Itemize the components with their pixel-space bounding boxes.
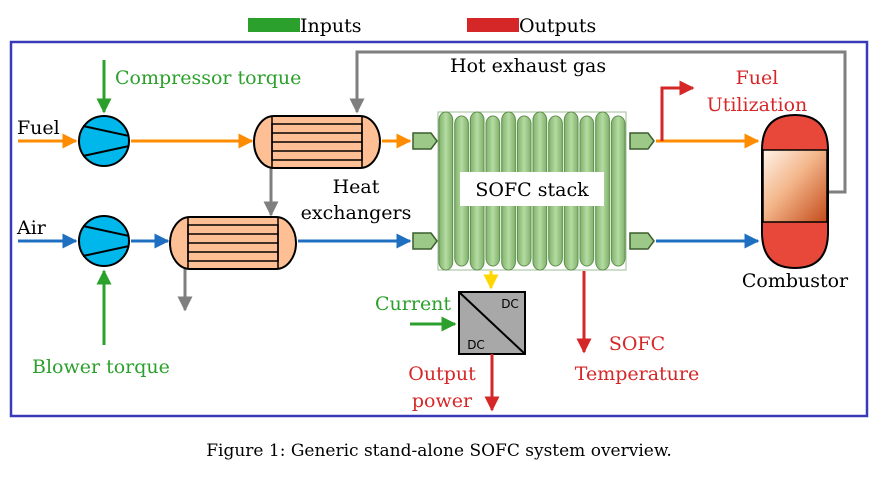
hot-exhaust-gas-label: Hot exhaust gas xyxy=(450,55,606,77)
outputs-legend-label: Outputs xyxy=(519,15,596,37)
system-boundary xyxy=(9,40,869,418)
sofc-stack-label-box xyxy=(460,172,604,206)
stack-fuel-outlet-nozzle xyxy=(629,132,655,150)
converter-dc-top-label: DC xyxy=(501,297,519,311)
stack-air-inlet-nozzle xyxy=(412,232,438,250)
air-label: Air xyxy=(16,217,47,239)
sofc-temperature-label-line1: SOFC xyxy=(609,333,665,355)
heat-exchangers-label-line1: Heat xyxy=(333,176,380,198)
stack-plate xyxy=(610,115,626,267)
output-power-label-line1: Output xyxy=(408,363,476,385)
stack-air-outlet-nozzle xyxy=(629,232,655,250)
output-power-label-line2: power xyxy=(412,390,473,412)
fuel-heat-exchanger-icon xyxy=(253,115,381,169)
heat-exchangers-label-line2: exchangers xyxy=(301,202,412,224)
sofc-stack-label: SOFC stack xyxy=(475,179,589,201)
fuel-utilization-label-line2: Utilization xyxy=(707,94,808,116)
converter-dc-bottom-label: DC xyxy=(467,338,485,352)
stack-fuel-inlet-nozzle xyxy=(412,132,438,150)
inputs-legend-swatch xyxy=(248,18,300,32)
current-label: Current xyxy=(375,293,451,315)
air-heat-exchanger-icon xyxy=(169,216,297,270)
fuel-label: Fuel xyxy=(17,117,60,139)
fuel-utilization-label-line1: Fuel xyxy=(736,67,779,89)
stack-plate xyxy=(438,111,454,271)
inputs-legend-label: Inputs xyxy=(300,15,362,37)
outputs-legend-swatch xyxy=(467,18,519,32)
figure-caption: Figure 1: Generic stand-alone SOFC syste… xyxy=(206,441,672,461)
compressor-icon xyxy=(78,115,130,167)
combustor-icon xyxy=(761,113,829,270)
hot-exhaust-line xyxy=(349,50,847,194)
blower-icon xyxy=(78,215,130,267)
combustor-label: Combustor xyxy=(742,270,849,292)
sofc-temperature-label-line2: Temperature xyxy=(575,363,699,385)
compressor-torque-label: Compressor torque xyxy=(115,67,301,89)
dc-dc-converter-icon xyxy=(458,291,526,355)
legend: Inputs Outputs xyxy=(248,15,596,37)
blower-torque-label: Blower torque xyxy=(32,356,170,378)
fuel-utilization-arrow xyxy=(660,80,695,141)
